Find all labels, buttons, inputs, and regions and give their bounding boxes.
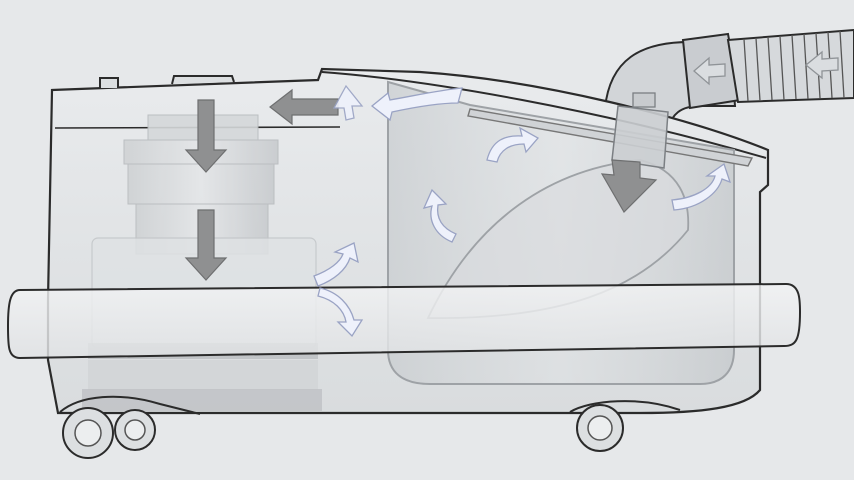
- bumper: [6, 282, 802, 360]
- airflow-arrow-icon: [184, 88, 658, 281]
- hose-airflow-arrow-icon: [693, 50, 839, 86]
- airflow-arrow-icon: [313, 84, 732, 338]
- wheel-icon: [59, 395, 681, 459]
